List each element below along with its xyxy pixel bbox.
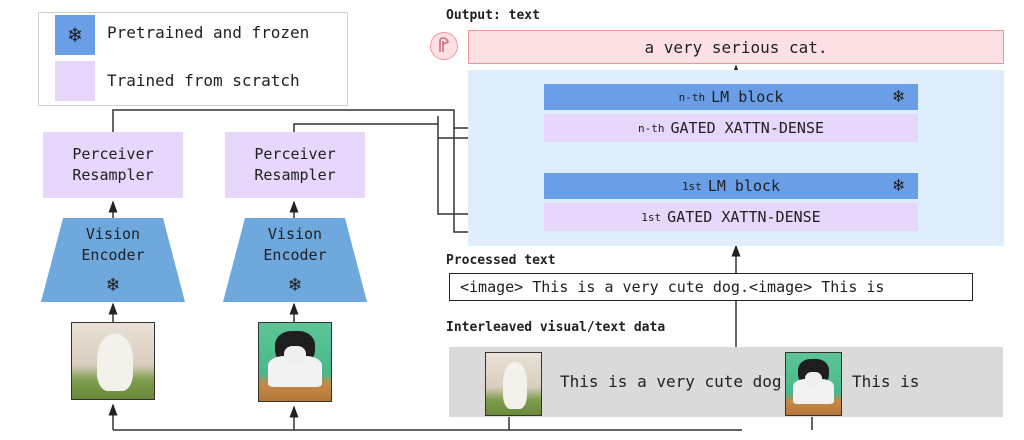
- nth-lm-block-label: LM block: [711, 88, 784, 106]
- interleaved-text-2: This is: [852, 372, 920, 391]
- vision-encoder-2-label: Vision Encoder: [263, 225, 327, 264]
- nth-lm-block-prefix: n-th: [678, 90, 706, 104]
- cat-image-1: [258, 322, 332, 402]
- processed-text-label: Processed text: [446, 253, 556, 268]
- 1st-lm-block-label: LM block: [707, 177, 781, 195]
- interleaved-data-label: Interleaved visual/text data: [446, 320, 666, 335]
- snowflake-icon: ❄: [893, 86, 904, 107]
- legend-swatch-frozen: ❄: [55, 15, 95, 55]
- legend: ❄ Pretrained and frozen Trained from scr…: [38, 12, 348, 106]
- interleaved-text-1: This is a very cute dog.: [560, 372, 792, 391]
- snowflake-icon: ❄: [893, 175, 904, 196]
- output-label: Output: text: [446, 8, 540, 23]
- 1st-xattn-prefix: 1st: [641, 210, 662, 224]
- perceiver-resampler-1: Perceiver Resampler: [43, 132, 183, 198]
- dog-image-1: [71, 322, 155, 400]
- nth-gated-xattn-dense: n-th GATED XATTN-DENSE: [544, 114, 918, 142]
- perceiver-resampler-2: Perceiver Resampler: [225, 132, 365, 198]
- snowflake-icon: ❄: [288, 272, 302, 296]
- 1st-gated-xattn-dense: 1st GATED XATTN-DENSE: [544, 203, 918, 231]
- 1st-xattn-label: GATED XATTN-DENSE: [667, 208, 821, 226]
- dog-image-2: [485, 352, 542, 416]
- nth-xattn-prefix: n-th: [637, 121, 665, 135]
- snowflake-icon: ❄: [106, 272, 120, 296]
- 1st-lm-block-prefix: 1st: [681, 179, 702, 193]
- legend-label-scratch: Trained from scratch: [107, 71, 300, 90]
- vision-encoder-2: Vision Encoder ❄: [223, 218, 367, 302]
- flamingo-icon: [430, 32, 458, 60]
- snowflake-icon: ❄: [68, 22, 82, 48]
- nth-xattn-label: GATED XATTN-DENSE: [670, 119, 825, 137]
- output-text-box: a very serious cat.: [468, 30, 1004, 64]
- processed-text-box: <image> This is a very cute dog.<image> …: [449, 273, 973, 301]
- nth-lm-block: n-th LM block ❄: [544, 84, 918, 110]
- cat-image-2: [785, 352, 842, 416]
- vision-encoder-1-label: Vision Encoder: [81, 225, 145, 264]
- resampler2-to-nth-xattn: [293, 116, 544, 143]
- vision-encoder-1: Vision Encoder ❄: [41, 218, 185, 302]
- legend-swatch-scratch: [55, 61, 95, 101]
- 1st-lm-block: 1st LM block ❄: [544, 173, 918, 199]
- legend-label-frozen: Pretrained and frozen: [107, 23, 310, 42]
